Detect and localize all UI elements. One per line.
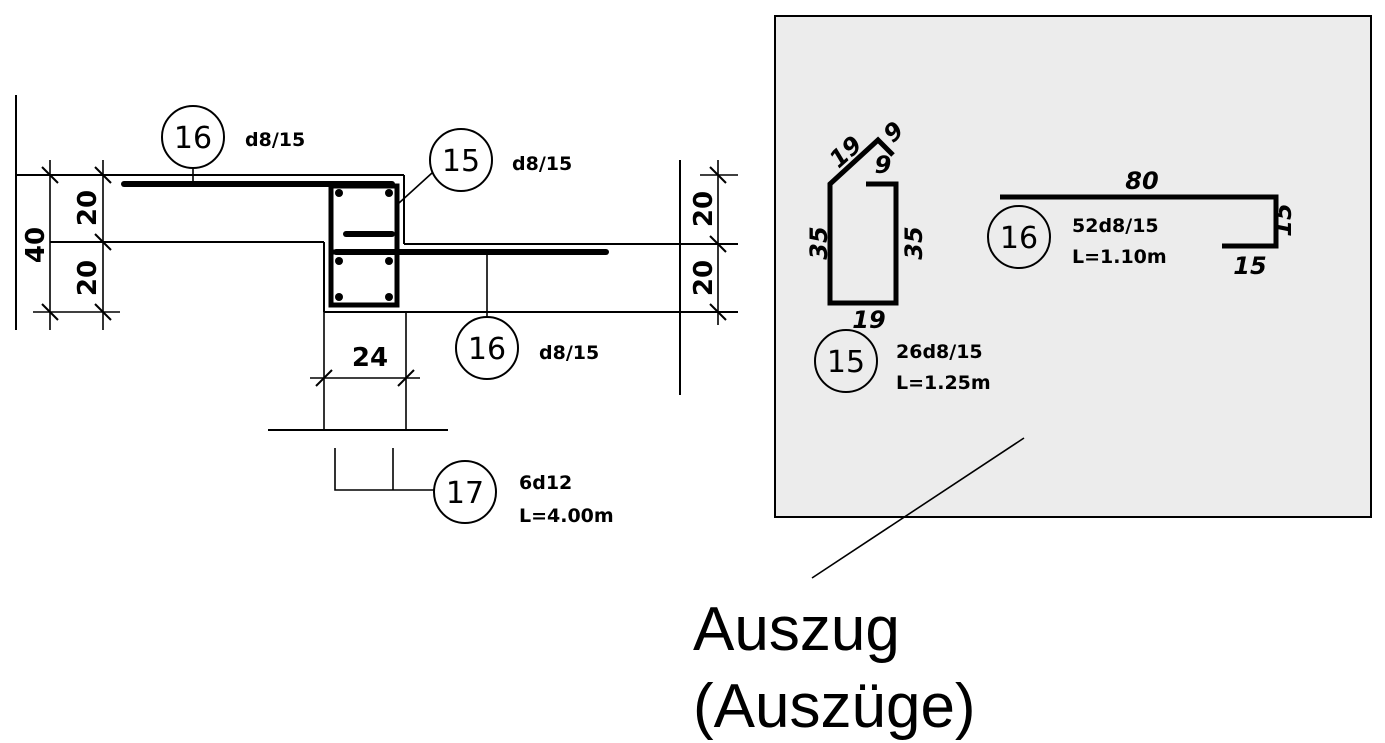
extract-position-circle-16 — [987, 205, 1051, 269]
dim-label-24: 24 — [352, 343, 388, 373]
shape-16-dim-15-vertical: 15 — [1269, 203, 1297, 236]
position-circle-17 — [433, 460, 497, 524]
position-spec-15: d8/15 — [512, 153, 572, 175]
position-circle-16-top — [161, 105, 225, 169]
extract-length-16: L=1.10m — [1072, 246, 1167, 268]
shape-15-dim-19-bottom: 19 — [852, 306, 885, 334]
section-view: 40 20 20 20 20 24 — [15, 95, 738, 527]
shape-15-dim-9: 9 — [875, 151, 892, 179]
position-length-17: L=4.00m — [519, 505, 614, 527]
position-spec-16-bottom: d8/15 — [539, 342, 599, 364]
bar-shape-16 — [1000, 194, 1279, 249]
extract-length-15: L=1.25m — [896, 372, 991, 394]
position-number-15: 15 — [442, 144, 480, 179]
shape-16-dim-80: 80 — [1125, 167, 1158, 195]
position-number-17: 17 — [446, 476, 484, 511]
position-number-16-bottom: 16 — [468, 332, 506, 367]
extract-frame — [774, 15, 1372, 518]
position-circle-16-bottom — [455, 316, 519, 380]
bar-shape-15 — [827, 136, 899, 306]
stirrup-15 — [328, 183, 400, 308]
longitudinal-bars-17 — [335, 189, 393, 301]
extract-position-number-16: 16 — [1000, 221, 1038, 256]
dim-label-20-bottom: 20 — [73, 260, 103, 296]
caption-title: Auszug — [693, 595, 900, 664]
position-spec-17: 6d12 — [519, 472, 572, 494]
extract-spec-15: 26d8/15 — [896, 341, 983, 363]
dim-label-20-right-top: 20 — [689, 191, 719, 227]
dim-label-20-right-bottom: 20 — [689, 260, 719, 296]
dim-label-20-top: 20 — [73, 190, 103, 226]
caption-subtitle: (Auszüge) — [693, 672, 976, 741]
shape-15-dim-35-right: 35 — [900, 226, 928, 259]
shape-16-dim-15-hook: 15 — [1233, 252, 1266, 280]
extract-spec-16: 52d8/15 — [1072, 215, 1159, 237]
extract-position-number-15: 15 — [827, 345, 865, 380]
extract-panel: 19 9 9 35 35 19 15 26d8/15 L=1.25m 80 15… — [774, 15, 1372, 579]
caption-leader — [811, 437, 1025, 579]
dim-label-40: 40 — [21, 227, 51, 263]
position-spec-16-top: d8/15 — [245, 129, 305, 151]
shape-15-dim-35-left: 35 — [805, 226, 833, 259]
position-number-16-top: 16 — [174, 121, 212, 156]
position-circle-15 — [429, 128, 493, 192]
extract-position-circle-15 — [814, 329, 878, 393]
